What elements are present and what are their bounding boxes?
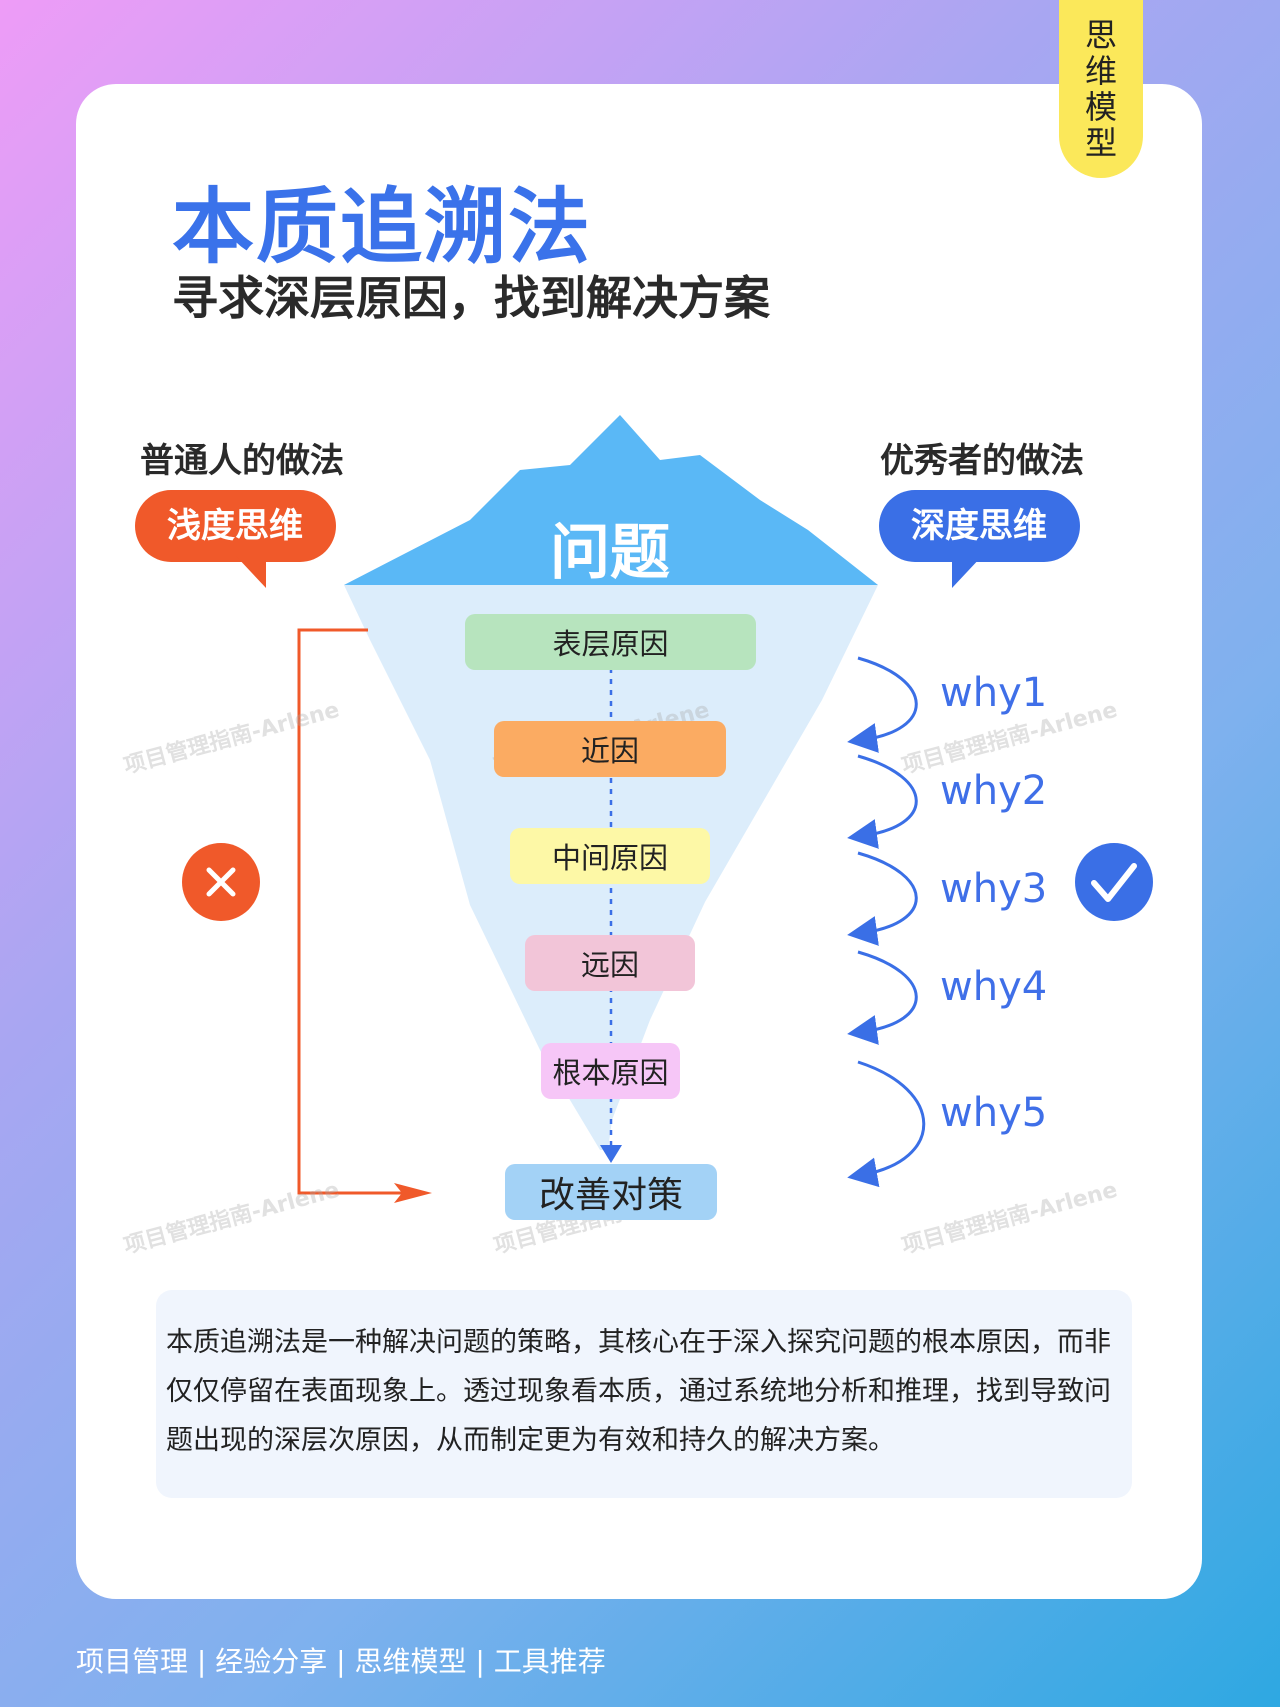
page-title: 本质追溯法	[172, 180, 593, 275]
why-label-5: why5	[940, 1090, 1048, 1136]
deep-bubble	[879, 490, 1080, 588]
shallow-path-line	[297, 628, 420, 1195]
why-arrow-2	[847, 754, 918, 849]
tag-char: 维	[1084, 52, 1117, 90]
tag-char: 模	[1084, 88, 1117, 126]
why-label-4: why4	[940, 964, 1048, 1010]
ordinary-approach-label: 普通人的做法	[140, 441, 344, 481]
cause-box-proximate: 近因	[494, 721, 726, 777]
footer-tags: 项目管理 | 经验分享 | 思维模型 | 工具推荐	[76, 1645, 606, 1678]
shallow-bubble	[135, 490, 336, 588]
tag-char: 思	[1084, 16, 1117, 54]
problem-label: 问题	[550, 518, 670, 588]
iceberg-tip	[344, 415, 878, 585]
wrong-icon	[182, 843, 260, 921]
cause-box-intermediate: 中间原因	[510, 828, 710, 884]
excellent-approach-label: 优秀者的做法	[880, 441, 1084, 481]
deep-thinking-label: 深度思维	[911, 506, 1047, 546]
category-tag: 思 维 模 型	[1059, 0, 1143, 178]
shallow-thinking-label: 浅度思维	[167, 506, 303, 546]
cause-chain-arrowhead	[600, 1145, 622, 1163]
page-subtitle: 寻求深层原因，找到解决方案	[172, 271, 770, 325]
tag-char: 型	[1084, 124, 1117, 162]
cause-box-surface: 表层原因	[465, 614, 756, 670]
cause-box-root: 根本原因	[541, 1043, 680, 1099]
description-text: 本质追溯法是一种解决问题的策略，其核心在于深入探究问题的根本原因，而非仅仅停留在…	[166, 1327, 1111, 1456]
correct-icon	[1075, 843, 1153, 921]
why-arrow-1	[847, 656, 918, 753]
shallow-path-arrowhead	[394, 1183, 432, 1203]
why-arrow-3	[847, 851, 918, 946]
description-panel: 本质追溯法是一种解决问题的策略，其核心在于深入探究问题的根本原因，而非仅仅停留在…	[156, 1290, 1132, 1498]
cause-box-distal: 远因	[525, 935, 695, 991]
why-arrow-4	[847, 950, 918, 1045]
why-label-3: why3	[940, 866, 1048, 912]
why-label-2: why2	[940, 768, 1048, 814]
why-arrow-5	[847, 1060, 926, 1188]
solution-box: 改善对策	[505, 1164, 717, 1220]
why-label-1: why1	[940, 670, 1048, 716]
